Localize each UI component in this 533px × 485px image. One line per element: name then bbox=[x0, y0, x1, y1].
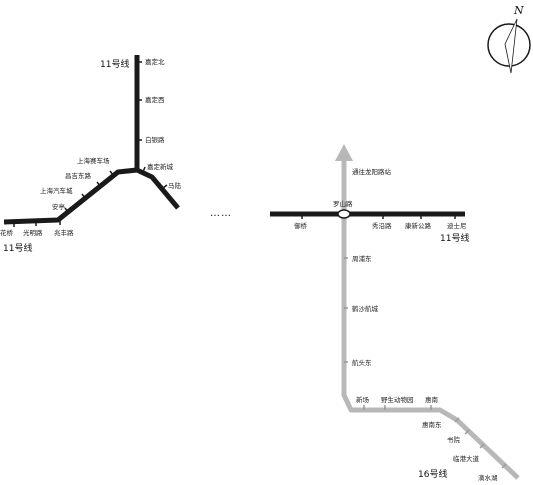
left-station-labels: 嘉定北 嘉定西 白银路 嘉定新城 马陆 上海赛车场 昌吉东路 上海汽车城 安亭 … bbox=[0, 57, 182, 237]
station-label: 马陆 bbox=[168, 181, 182, 190]
station-tick bbox=[464, 429, 470, 435]
station-label: 嘉定北 bbox=[145, 57, 165, 66]
station-label: 光明路 bbox=[23, 228, 43, 237]
line16-main bbox=[341, 214, 520, 480]
station-label: 秀沿路 bbox=[372, 221, 392, 230]
station-label: 惠南 bbox=[425, 395, 439, 404]
station-label: 罗山路 bbox=[333, 199, 353, 208]
station-label: 野生动物园 bbox=[381, 395, 414, 404]
station-label: 嘉定西 bbox=[145, 95, 165, 104]
line11-label-top: 11号线 bbox=[100, 58, 129, 70]
line11-label-bottom: 11号线 bbox=[3, 242, 32, 254]
station-label: 临港大道 bbox=[453, 454, 480, 463]
station-label: 书院 bbox=[447, 435, 461, 444]
station-label: 惠南东 bbox=[422, 420, 442, 429]
station-label: 鹤沙航城 bbox=[352, 304, 379, 313]
line11-left-track bbox=[3, 55, 180, 225]
compass-north-label: N bbox=[513, 4, 524, 17]
station-label: 兆丰路 bbox=[54, 228, 74, 237]
station-tick bbox=[109, 170, 114, 176]
right-station-ticks bbox=[301, 214, 507, 469]
line11-label-right: 11号线 bbox=[440, 232, 469, 244]
compass-icon: N bbox=[487, 4, 531, 74]
station-tick bbox=[64, 207, 69, 213]
station-tick bbox=[479, 443, 485, 449]
line11-malu-branch bbox=[135, 167, 180, 210]
station-label: 新场 bbox=[356, 395, 370, 404]
station-tick bbox=[454, 417, 460, 423]
interchange-luoshan-road bbox=[337, 209, 351, 219]
station-label: 嘉定新城 bbox=[147, 162, 174, 171]
station-label: 上海赛车场 bbox=[77, 156, 110, 165]
compass-ring bbox=[487, 23, 531, 67]
station-tick bbox=[162, 184, 168, 189]
station-tick bbox=[96, 181, 101, 187]
compass-needle-light bbox=[504, 18, 518, 74]
station-label: 安亭 bbox=[52, 202, 66, 211]
station-tick bbox=[81, 193, 86, 199]
line16-track bbox=[335, 144, 520, 480]
station-label: 御桥 bbox=[294, 221, 308, 230]
station-label: 航头东 bbox=[352, 358, 372, 367]
station-label: 昌吉东路 bbox=[65, 171, 92, 180]
line11-anting-branch bbox=[3, 167, 138, 225]
station-label: 周浦东 bbox=[352, 254, 372, 263]
right-station-labels: 通往龙阳路站 御桥 罗山路 秀沿路 康新公路 迪士尼 11号线 周浦东 鹤沙航城… bbox=[294, 167, 498, 482]
extension-arrowhead bbox=[335, 144, 353, 161]
station-label: 白银路 bbox=[145, 135, 165, 144]
continuation-ellipsis: …… bbox=[210, 208, 232, 219]
extension-label: 通往龙阳路站 bbox=[352, 167, 392, 176]
station-label: 上海汽车城 bbox=[40, 186, 73, 195]
station-label: 康新公路 bbox=[405, 221, 432, 230]
station-tick bbox=[142, 166, 146, 173]
left-station-ticks bbox=[13, 61, 168, 227]
station-label: 迪士尼 bbox=[447, 221, 467, 230]
station-label: 滴水湖 bbox=[478, 473, 498, 482]
station-label: 花桥 bbox=[0, 228, 14, 237]
line16-label: 16号线 bbox=[418, 468, 447, 480]
station-tick bbox=[501, 463, 507, 469]
